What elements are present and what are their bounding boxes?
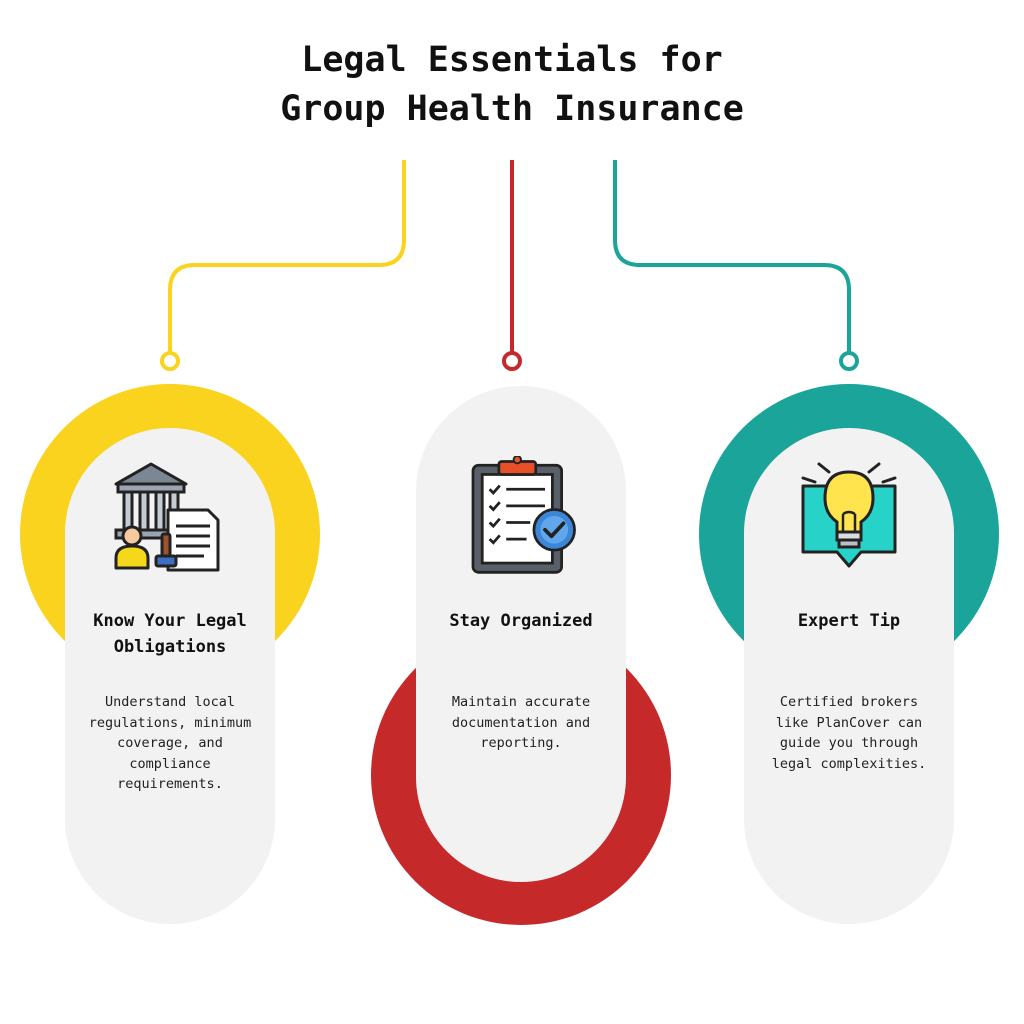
card-legal-obligations: Know Your Legal Obligations Understand l… [65, 428, 275, 924]
card-stay-organized: Stay Organized Maintain accurate documen… [416, 386, 626, 882]
card-description: Maintain accurate documentation and repo… [451, 694, 591, 751]
title-line-2: Group Health Insurance [280, 89, 744, 129]
card-title: Stay Organized [449, 611, 593, 631]
courthouse-document-icon [114, 462, 220, 572]
card-expert-tip: Expert Tip Certified brokers like PlanCo… [744, 428, 954, 924]
card-description: Certified brokers like PlanCover can gui… [771, 694, 927, 772]
clipboard-checklist-icon [471, 456, 576, 574]
card-title: Know Your Legal Obligations [93, 611, 247, 657]
title-line-1: Legal Essentials for [301, 40, 723, 80]
yellow-connector [168, 160, 406, 352]
card-title: Expert Tip [797, 611, 901, 631]
teal-connector [613, 160, 851, 352]
red-connector-dot [502, 351, 522, 371]
card-description: Understand local regulations, minimum co… [88, 694, 252, 792]
lightbulb-tip-icon [801, 462, 897, 568]
page-title: Legal Essentials for Group Health Insura… [0, 36, 1024, 134]
teal-connector-dot [839, 351, 859, 371]
yellow-connector-dot [160, 351, 180, 371]
